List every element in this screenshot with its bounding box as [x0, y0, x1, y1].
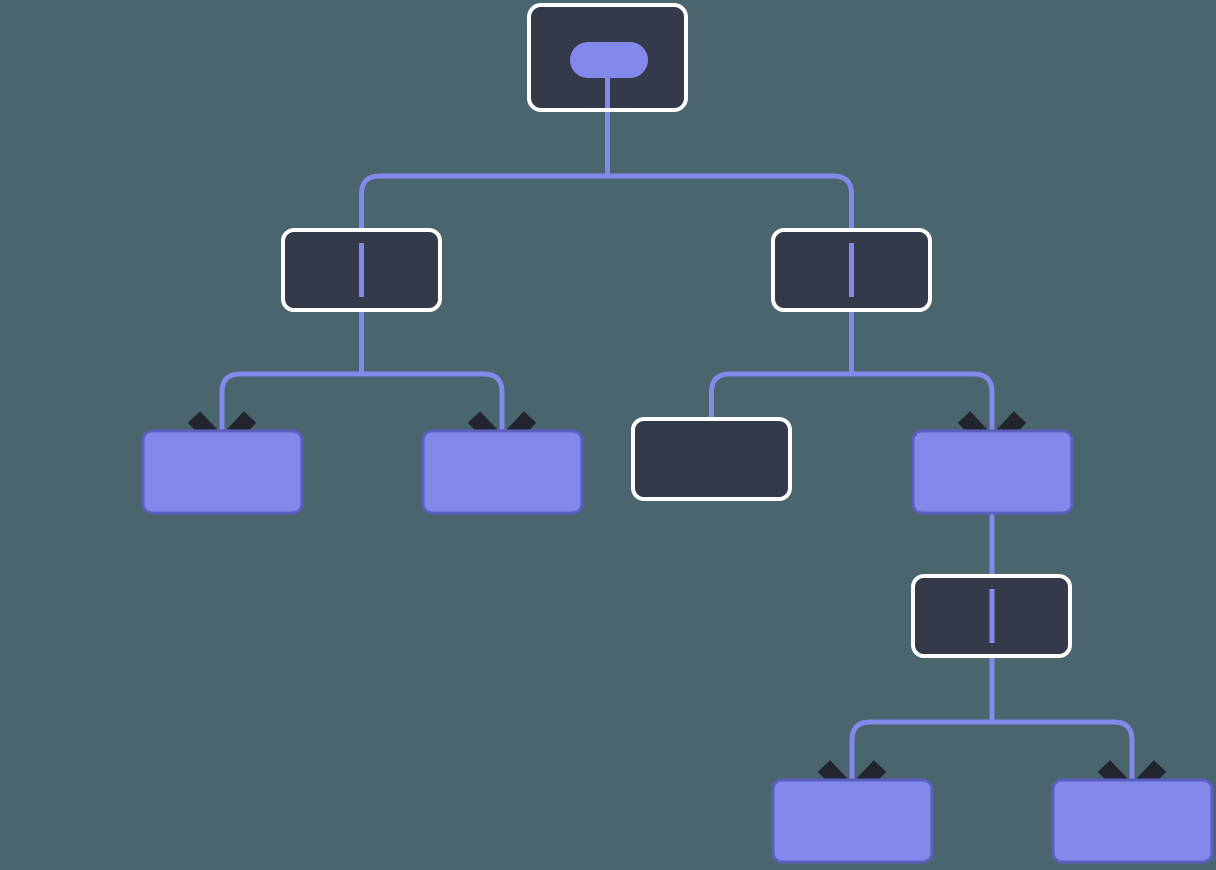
edge-branch-right-to-terminal — [709, 371, 852, 421]
edge-branch-left-to-leaf-2 — [361, 371, 505, 438]
leaf-node-3-box[interactable] — [911, 429, 1074, 515]
edge-branch-left-to-leaf-1 — [219, 371, 362, 438]
edge-root-to-branch-left — [359, 173, 608, 232]
root-node[interactable] — [527, 3, 688, 112]
leaf-node-2[interactable] — [421, 429, 584, 515]
root-node-pill-glyph — [570, 42, 648, 78]
edge-branch-right-to-leaf-3 — [851, 371, 995, 438]
leaf-node-5-box[interactable] — [1051, 778, 1214, 864]
leaf-node-4-box[interactable] — [771, 778, 934, 864]
branch-node-right[interactable] — [771, 228, 932, 312]
edge-branch-lower-to-leaf-5 — [992, 719, 1135, 787]
terminal-node-dark[interactable] — [631, 417, 792, 501]
leaf-node-1[interactable] — [141, 429, 304, 515]
leaf-node-3[interactable] — [911, 429, 1074, 515]
branch-node-lower[interactable] — [911, 574, 1072, 658]
edge-root-to-branch-right — [607, 173, 854, 232]
leaf-node-2-box[interactable] — [421, 429, 584, 515]
leaf-node-1-box[interactable] — [141, 429, 304, 515]
leaf-node-5[interactable] — [1051, 778, 1214, 864]
terminal-node-dark-box[interactable] — [631, 417, 792, 501]
edge-branch-lower-to-leaf-4 — [849, 719, 992, 787]
branch-node-left[interactable] — [281, 228, 442, 312]
leaf-node-4[interactable] — [771, 778, 934, 864]
